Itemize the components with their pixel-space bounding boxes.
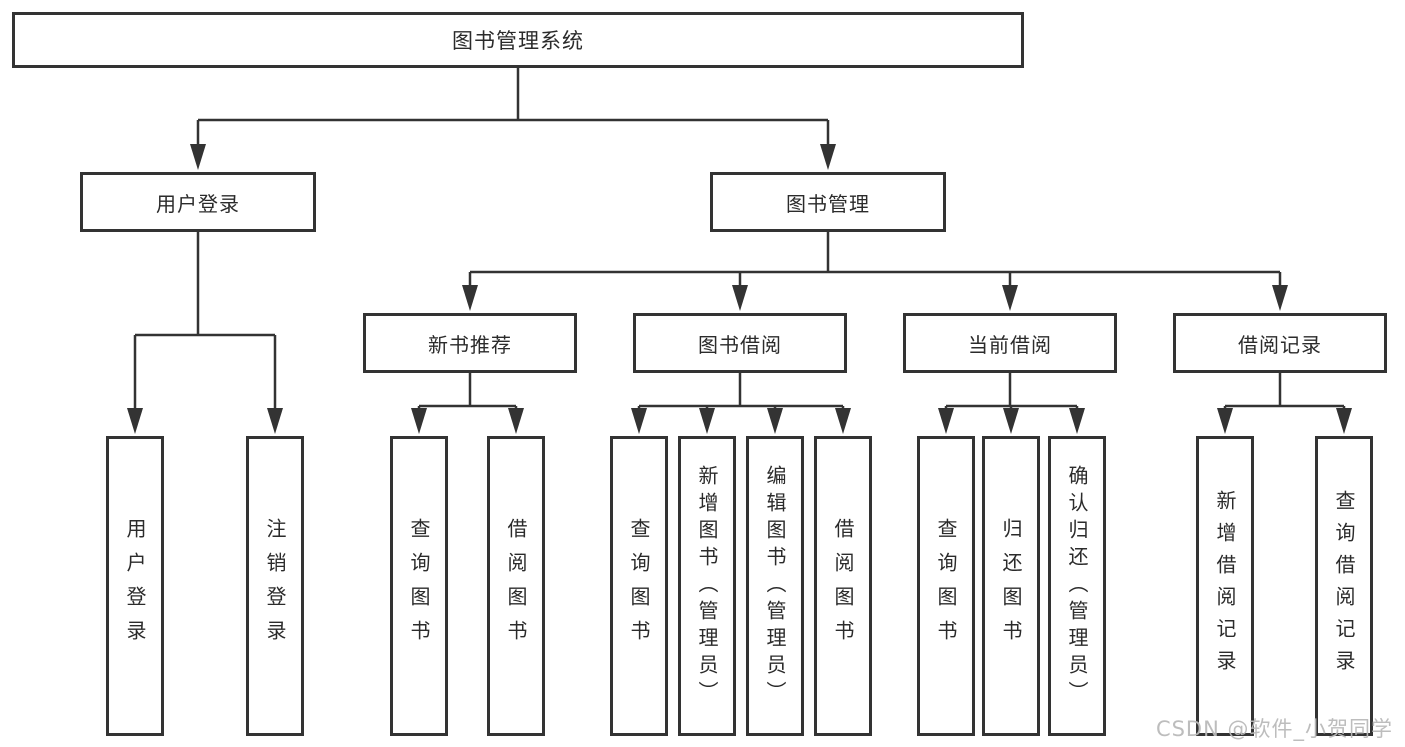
leaf-bb-edit-books-admin-label: 编辑图书（管理员） — [763, 464, 787, 708]
node-book-borrowing-label: 图书借阅 — [698, 332, 782, 357]
node-new-book-recommend: 新书推荐 — [363, 313, 577, 373]
leaf-cb-confirm-return-admin-label: 确认归还（管理员） — [1065, 464, 1089, 708]
node-user-login-label: 用户登录 — [156, 191, 240, 216]
leaf-nbr-borrow-books-label: 借阅图书 — [504, 518, 528, 654]
leaf-bb-query-books-label: 查询图书 — [627, 518, 651, 654]
leaf-cb-return-books-label: 归还图书 — [999, 518, 1023, 654]
leaf-nbr-query-books-label: 查询图书 — [407, 518, 431, 654]
watermark: CSDN @软件_小贺同学 — [1155, 717, 1393, 741]
node-new-book-recommend-label: 新书推荐 — [428, 332, 512, 357]
leaf-bb-add-books-admin-label: 新增图书（管理员） — [695, 464, 719, 708]
leaf-bb-query-books: 查询图书 — [610, 436, 668, 736]
leaf-cb-confirm-return-admin: 确认归还（管理员） — [1048, 436, 1106, 736]
leaf-cb-query-books: 查询图书 — [917, 436, 975, 736]
leaf-bb-edit-books-admin: 编辑图书（管理员） — [746, 436, 804, 736]
node-user-login: 用户登录 — [80, 172, 316, 232]
leaf-br-query-record-label: 查询借阅记录 — [1332, 490, 1356, 682]
leaf-logout: 注销登录 — [246, 436, 304, 736]
leaf-cb-return-books: 归还图书 — [982, 436, 1040, 736]
node-borrowing-records-label: 借阅记录 — [1238, 332, 1322, 357]
leaf-br-query-record: 查询借阅记录 — [1315, 436, 1373, 736]
node-book-management: 图书管理 — [710, 172, 946, 232]
leaf-br-add-record: 新增借阅记录 — [1196, 436, 1254, 736]
leaf-bb-add-books-admin: 新增图书（管理员） — [678, 436, 736, 736]
leaf-bb-borrow-books: 借阅图书 — [814, 436, 872, 736]
leaf-nbr-borrow-books: 借阅图书 — [487, 436, 545, 736]
node-root: 图书管理系统 — [12, 12, 1024, 68]
leaf-br-add-record-label: 新增借阅记录 — [1213, 490, 1237, 682]
leaf-bb-borrow-books-label: 借阅图书 — [831, 518, 855, 654]
node-root-label: 图书管理系统 — [452, 29, 584, 53]
leaf-user-login: 用户登录 — [106, 436, 164, 736]
leaf-nbr-query-books: 查询图书 — [390, 436, 448, 736]
node-book-management-label: 图书管理 — [786, 191, 870, 216]
node-current-borrowing-label: 当前借阅 — [968, 332, 1052, 357]
leaf-cb-query-books-label: 查询图书 — [934, 518, 958, 654]
node-book-borrowing: 图书借阅 — [633, 313, 847, 373]
node-current-borrowing: 当前借阅 — [903, 313, 1117, 373]
leaf-user-login-label: 用户登录 — [123, 518, 147, 654]
node-borrowing-records: 借阅记录 — [1173, 313, 1387, 373]
leaf-logout-label: 注销登录 — [263, 518, 287, 654]
